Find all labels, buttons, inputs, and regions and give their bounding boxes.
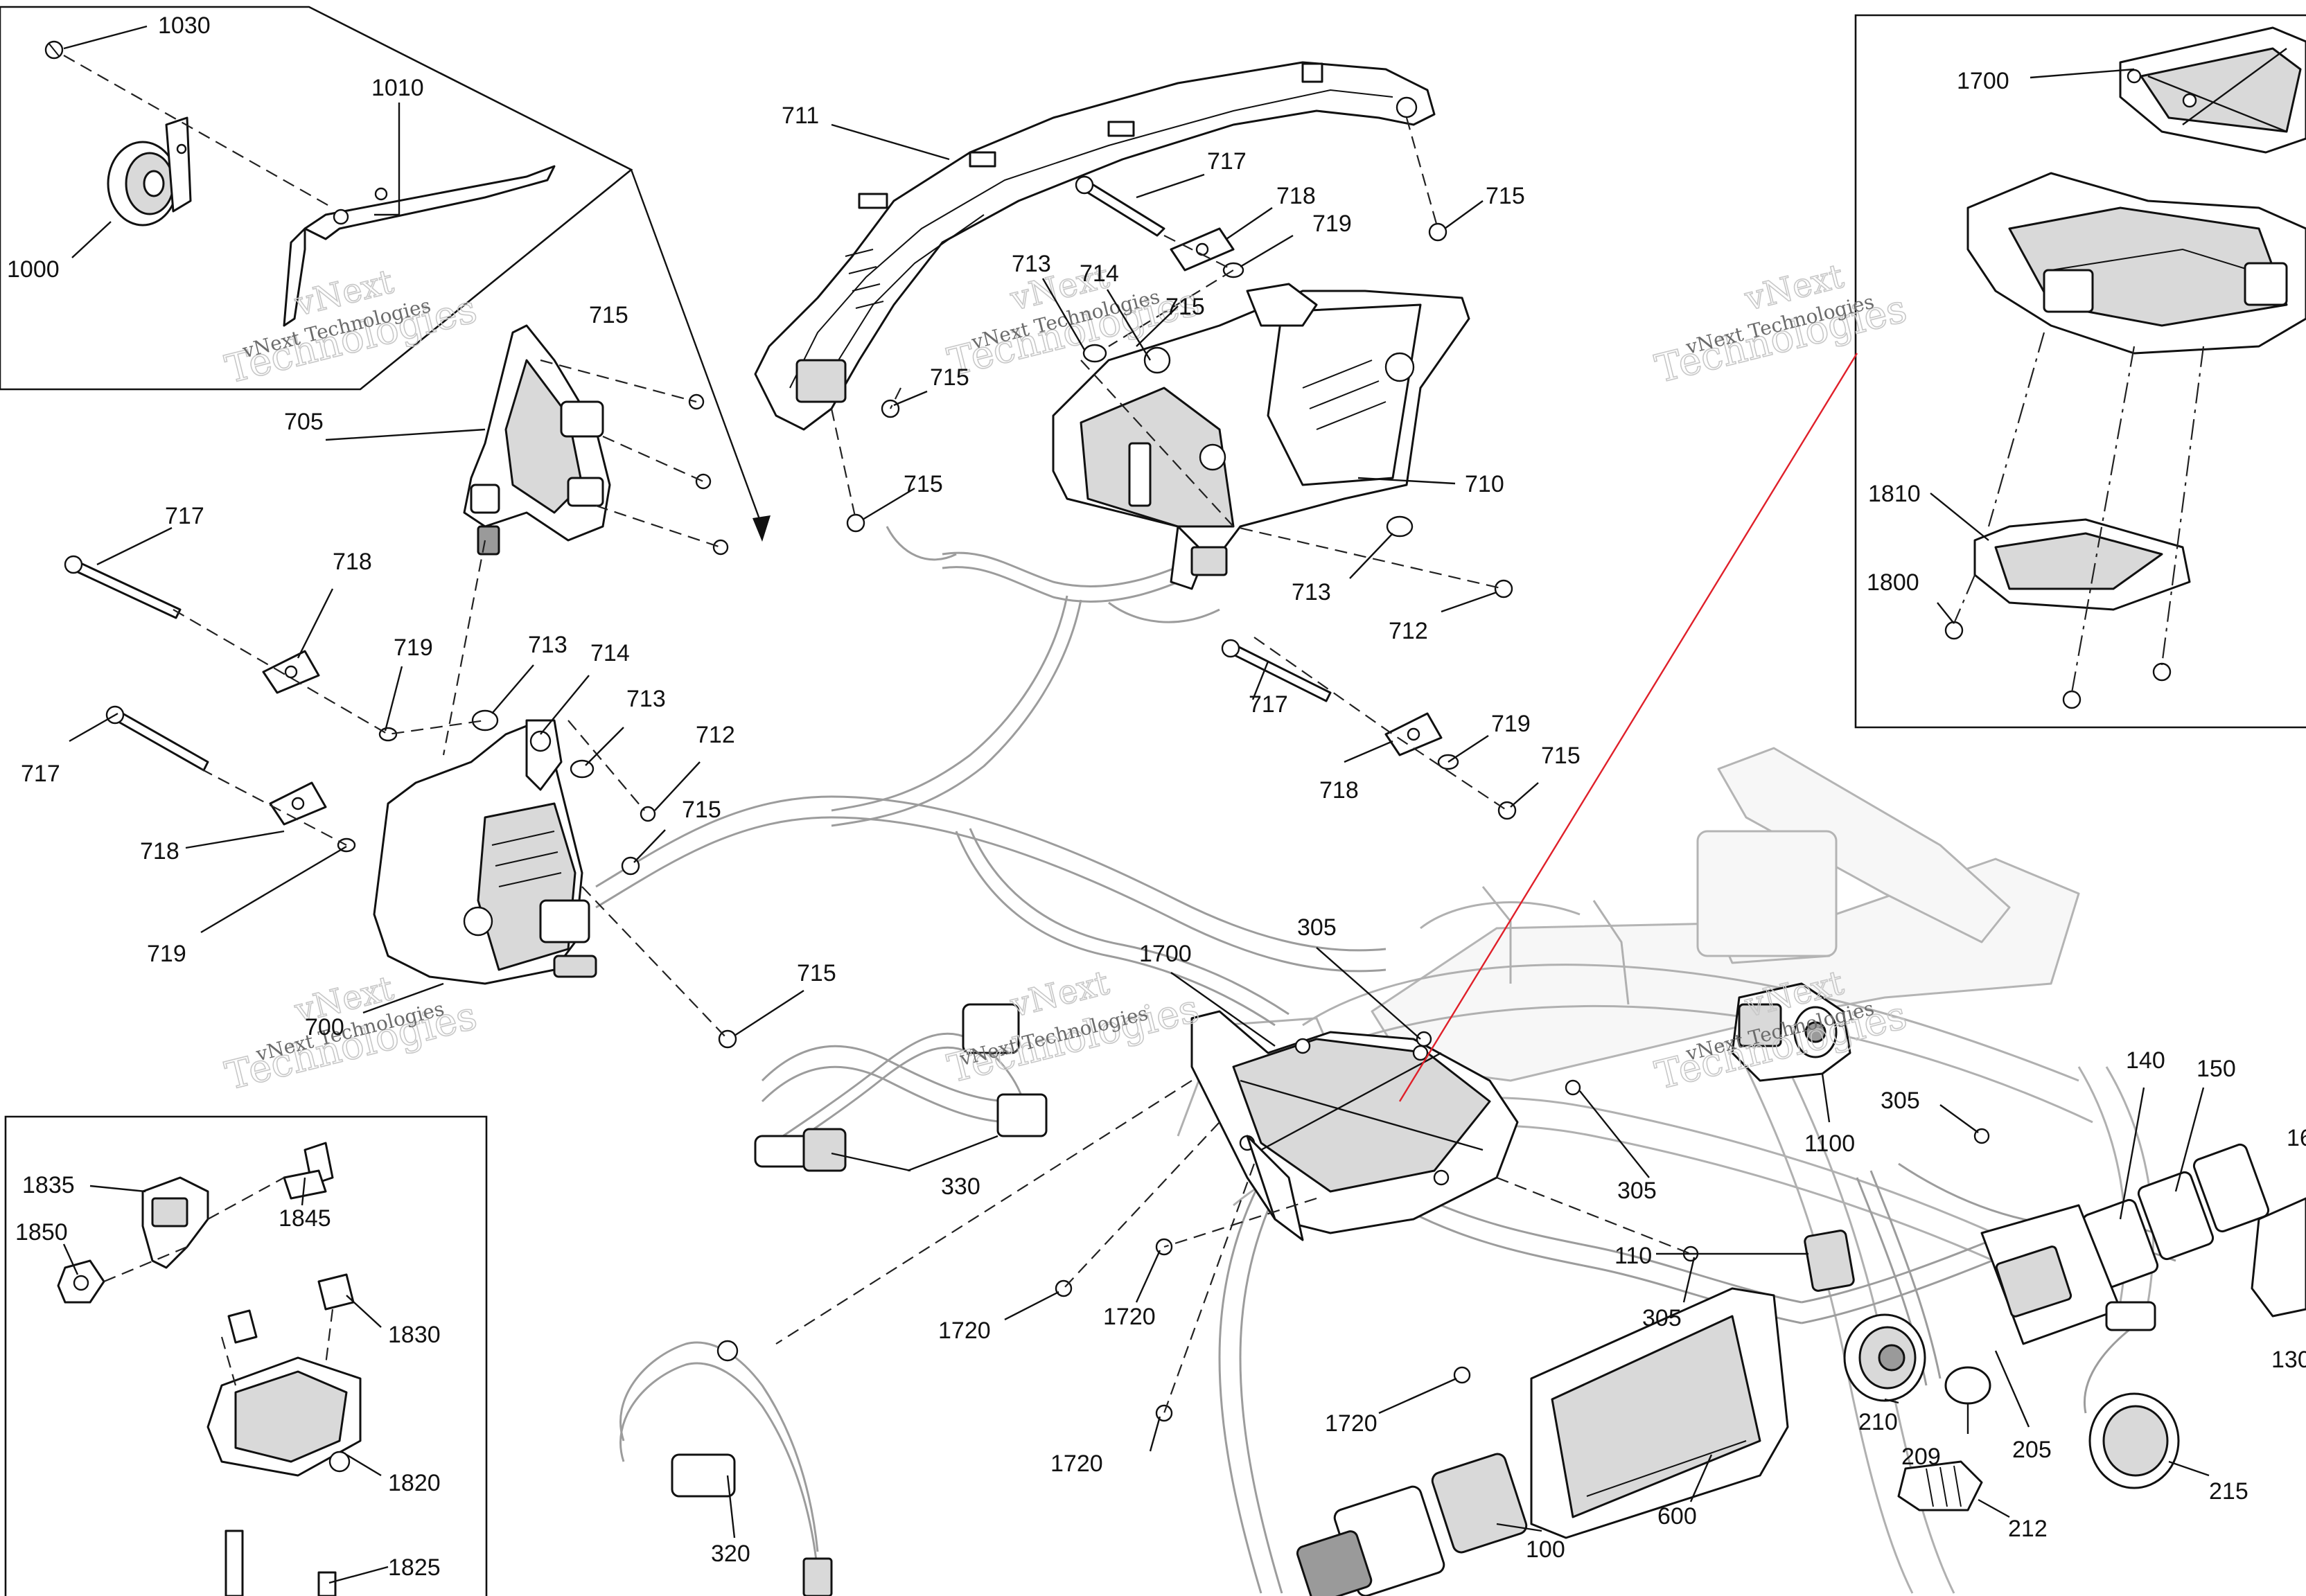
callout-713: 713	[1292, 579, 1331, 605]
callout-718: 718	[1319, 777, 1359, 804]
callout-715: 715	[1486, 183, 1525, 209]
callout-710: 710	[1465, 471, 1504, 497]
ecu-detail-box	[1854, 14, 2306, 729]
bracket-705	[463, 324, 611, 556]
callout-1720: 1720	[1103, 1304, 1156, 1330]
callout-110: 110	[1614, 1243, 1652, 1269]
callout-715: 715	[1165, 294, 1205, 320]
callout-715: 715	[1541, 743, 1581, 769]
callout-718: 718	[1276, 183, 1316, 209]
callout-1720: 1720	[1325, 1410, 1378, 1437]
switches-100	[1296, 1453, 1528, 1596]
callout-160: 160	[2287, 1125, 2306, 1151]
callout-1830: 1830	[388, 1322, 441, 1348]
callout-714: 714	[1080, 260, 1119, 287]
callout-711: 711	[782, 103, 819, 129]
sensor-detail-box	[4, 1115, 488, 1596]
callout-212: 212	[2008, 1516, 2048, 1542]
callout-712: 712	[1389, 618, 1428, 644]
module-710	[1052, 283, 1470, 590]
callout-712: 712	[696, 722, 735, 748]
vehicle-frame-background	[1177, 747, 2154, 1594]
callout-600: 600	[1657, 1503, 1697, 1530]
callout-215: 215	[2209, 1478, 2248, 1505]
callout-719: 719	[394, 635, 433, 661]
horn-bracket	[303, 165, 556, 240]
reference-line	[1398, 353, 1858, 1102]
sensor-harness-330	[754, 1003, 1048, 1172]
module-700	[373, 719, 597, 985]
fasteners	[64, 175, 1990, 1422]
cluster-600	[1530, 1287, 1789, 1539]
callout-1700: 1700	[1139, 941, 1192, 967]
callout-705: 705	[284, 409, 324, 435]
callout-717: 717	[1249, 691, 1288, 718]
socket-210	[1843, 1313, 1991, 1405]
callout-1845: 1845	[279, 1205, 331, 1232]
callout-305: 305	[1297, 914, 1337, 941]
callout-1800: 1800	[1867, 569, 1919, 596]
callout-305: 305	[1642, 1305, 1682, 1331]
callout-717: 717	[165, 503, 204, 529]
callout-715: 715	[589, 302, 628, 328]
callout-100: 100	[1526, 1536, 1565, 1563]
callout-140: 140	[2126, 1047, 2165, 1074]
callout-715: 715	[682, 797, 721, 823]
ecu-module-1700	[1190, 1010, 1519, 1241]
horn-detail-box	[0, 6, 633, 391]
callout-1820: 1820	[388, 1470, 441, 1496]
callout-700: 700	[305, 1014, 344, 1040]
callout-1720: 1720	[1050, 1451, 1103, 1477]
rocker-switches	[1980, 1143, 2270, 1345]
socket-215	[2084, 1301, 2180, 1489]
upper-rail-711	[754, 61, 1436, 431]
callout-210: 210	[1858, 1409, 1898, 1435]
callout-719: 719	[1312, 211, 1352, 237]
callout-1030: 1030	[158, 12, 211, 39]
module-130	[2251, 1197, 2306, 1318]
callout-1010: 1010	[371, 75, 424, 101]
callout-715: 715	[930, 364, 969, 391]
callout-1720: 1720	[938, 1318, 991, 1344]
callout-1810: 1810	[1868, 481, 1921, 507]
callout-1850: 1850	[15, 1219, 68, 1245]
callout-1700: 1700	[1957, 68, 2009, 94]
callout-718: 718	[140, 838, 179, 864]
callout-717: 717	[1207, 148, 1247, 175]
callout-718: 718	[333, 549, 372, 575]
callout-714: 714	[590, 640, 630, 666]
callout-713: 713	[528, 632, 567, 658]
callout-numbers: 1030 1010 1000 711 717 718 719 715 713 7…	[7, 12, 2306, 1581]
callout-719: 719	[147, 941, 186, 967]
callout-1000: 1000	[7, 256, 60, 283]
assembly-lines	[173, 117, 1691, 1414]
callout-717: 717	[21, 761, 60, 787]
callout-715: 715	[797, 960, 836, 986]
callout-1825: 1825	[388, 1554, 441, 1581]
callout-130: 130	[2271, 1347, 2306, 1373]
callout-713: 713	[1012, 251, 1051, 277]
callout-715: 715	[904, 471, 943, 497]
detail-arrow	[630, 169, 764, 527]
callout-150: 150	[2197, 1056, 2236, 1082]
callout-330: 330	[941, 1173, 980, 1200]
bolt-1030	[44, 40, 64, 60]
leader-lines	[62, 25, 2210, 1584]
callout-305: 305	[1881, 1088, 1920, 1114]
plug-212	[1897, 1460, 1983, 1511]
callout-205: 205	[2012, 1437, 2052, 1463]
callout-320: 320	[711, 1541, 750, 1567]
relay-110	[1804, 1230, 1855, 1292]
callout-1835: 1835	[22, 1172, 75, 1198]
callout-713: 713	[626, 686, 666, 712]
callout-1100: 1100	[1804, 1130, 1855, 1157]
wiring-harness	[595, 526, 2176, 1594]
callout-719: 719	[1491, 711, 1531, 737]
callout-209: 209	[1901, 1444, 1941, 1470]
ignition-1100	[1731, 982, 1851, 1082]
callout-305: 305	[1617, 1178, 1657, 1204]
sensor-320	[619, 1340, 833, 1596]
